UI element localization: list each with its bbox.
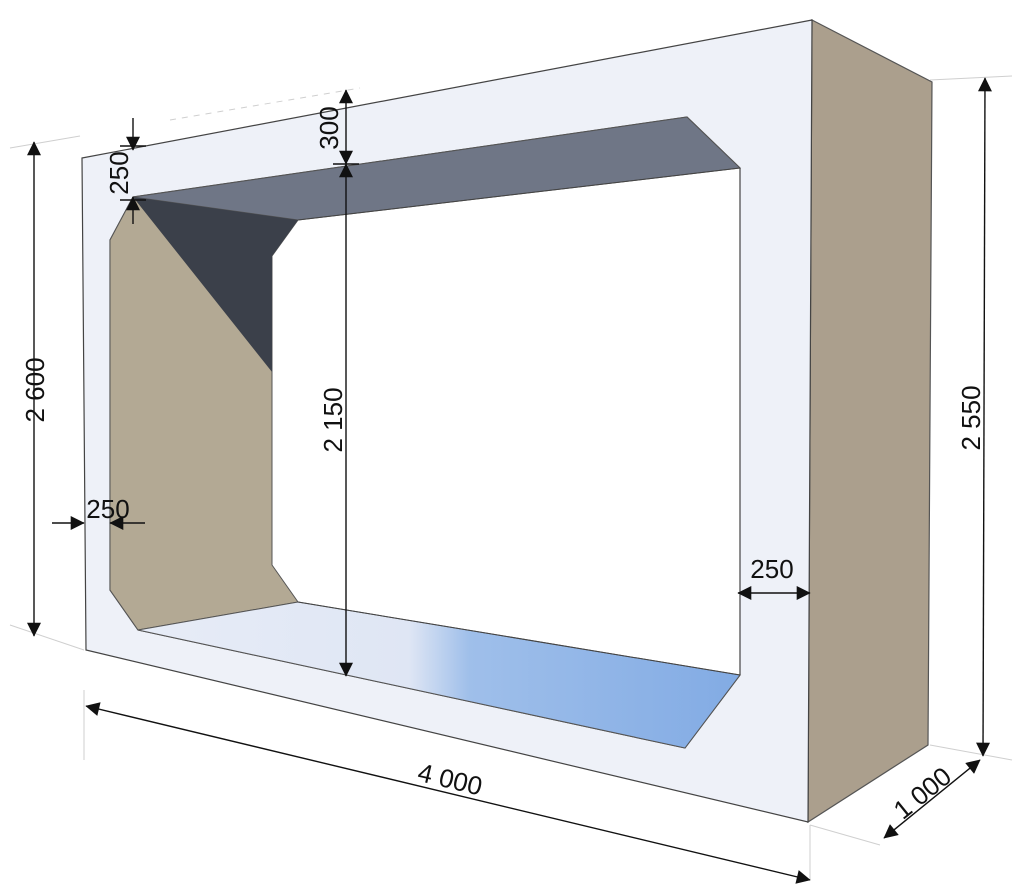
opening-edge <box>297 601 741 676</box>
dim-label-2600: 2 600 <box>20 357 50 422</box>
guide-line <box>169 87 361 121</box>
guide-line <box>809 824 881 846</box>
dim-line-2550 <box>976 77 992 757</box>
dim-line-1000 <box>883 759 981 839</box>
guide-line <box>929 744 1013 761</box>
guide-line <box>9 624 85 651</box>
guide-line <box>9 135 81 149</box>
dim-line-4000 <box>85 702 811 884</box>
dim-label-2150: 2 150 <box>318 387 348 452</box>
dim-label-4000: 4 000 <box>415 757 485 801</box>
dim-label-1000: 1 000 <box>888 761 957 825</box>
dim-label-250-top: 250 <box>104 151 134 194</box>
dim-label-250-right: 250 <box>750 554 793 584</box>
opening-edge <box>297 167 741 221</box>
guide-line <box>929 75 1013 81</box>
ceiling-shadow <box>133 197 298 372</box>
dim-label-300: 300 <box>314 106 344 149</box>
right-side-face <box>807 19 933 824</box>
dim-label-250-left: 250 <box>86 494 129 524</box>
dimension-lines <box>27 77 992 884</box>
dim-label-2550: 2 550 <box>956 385 986 450</box>
